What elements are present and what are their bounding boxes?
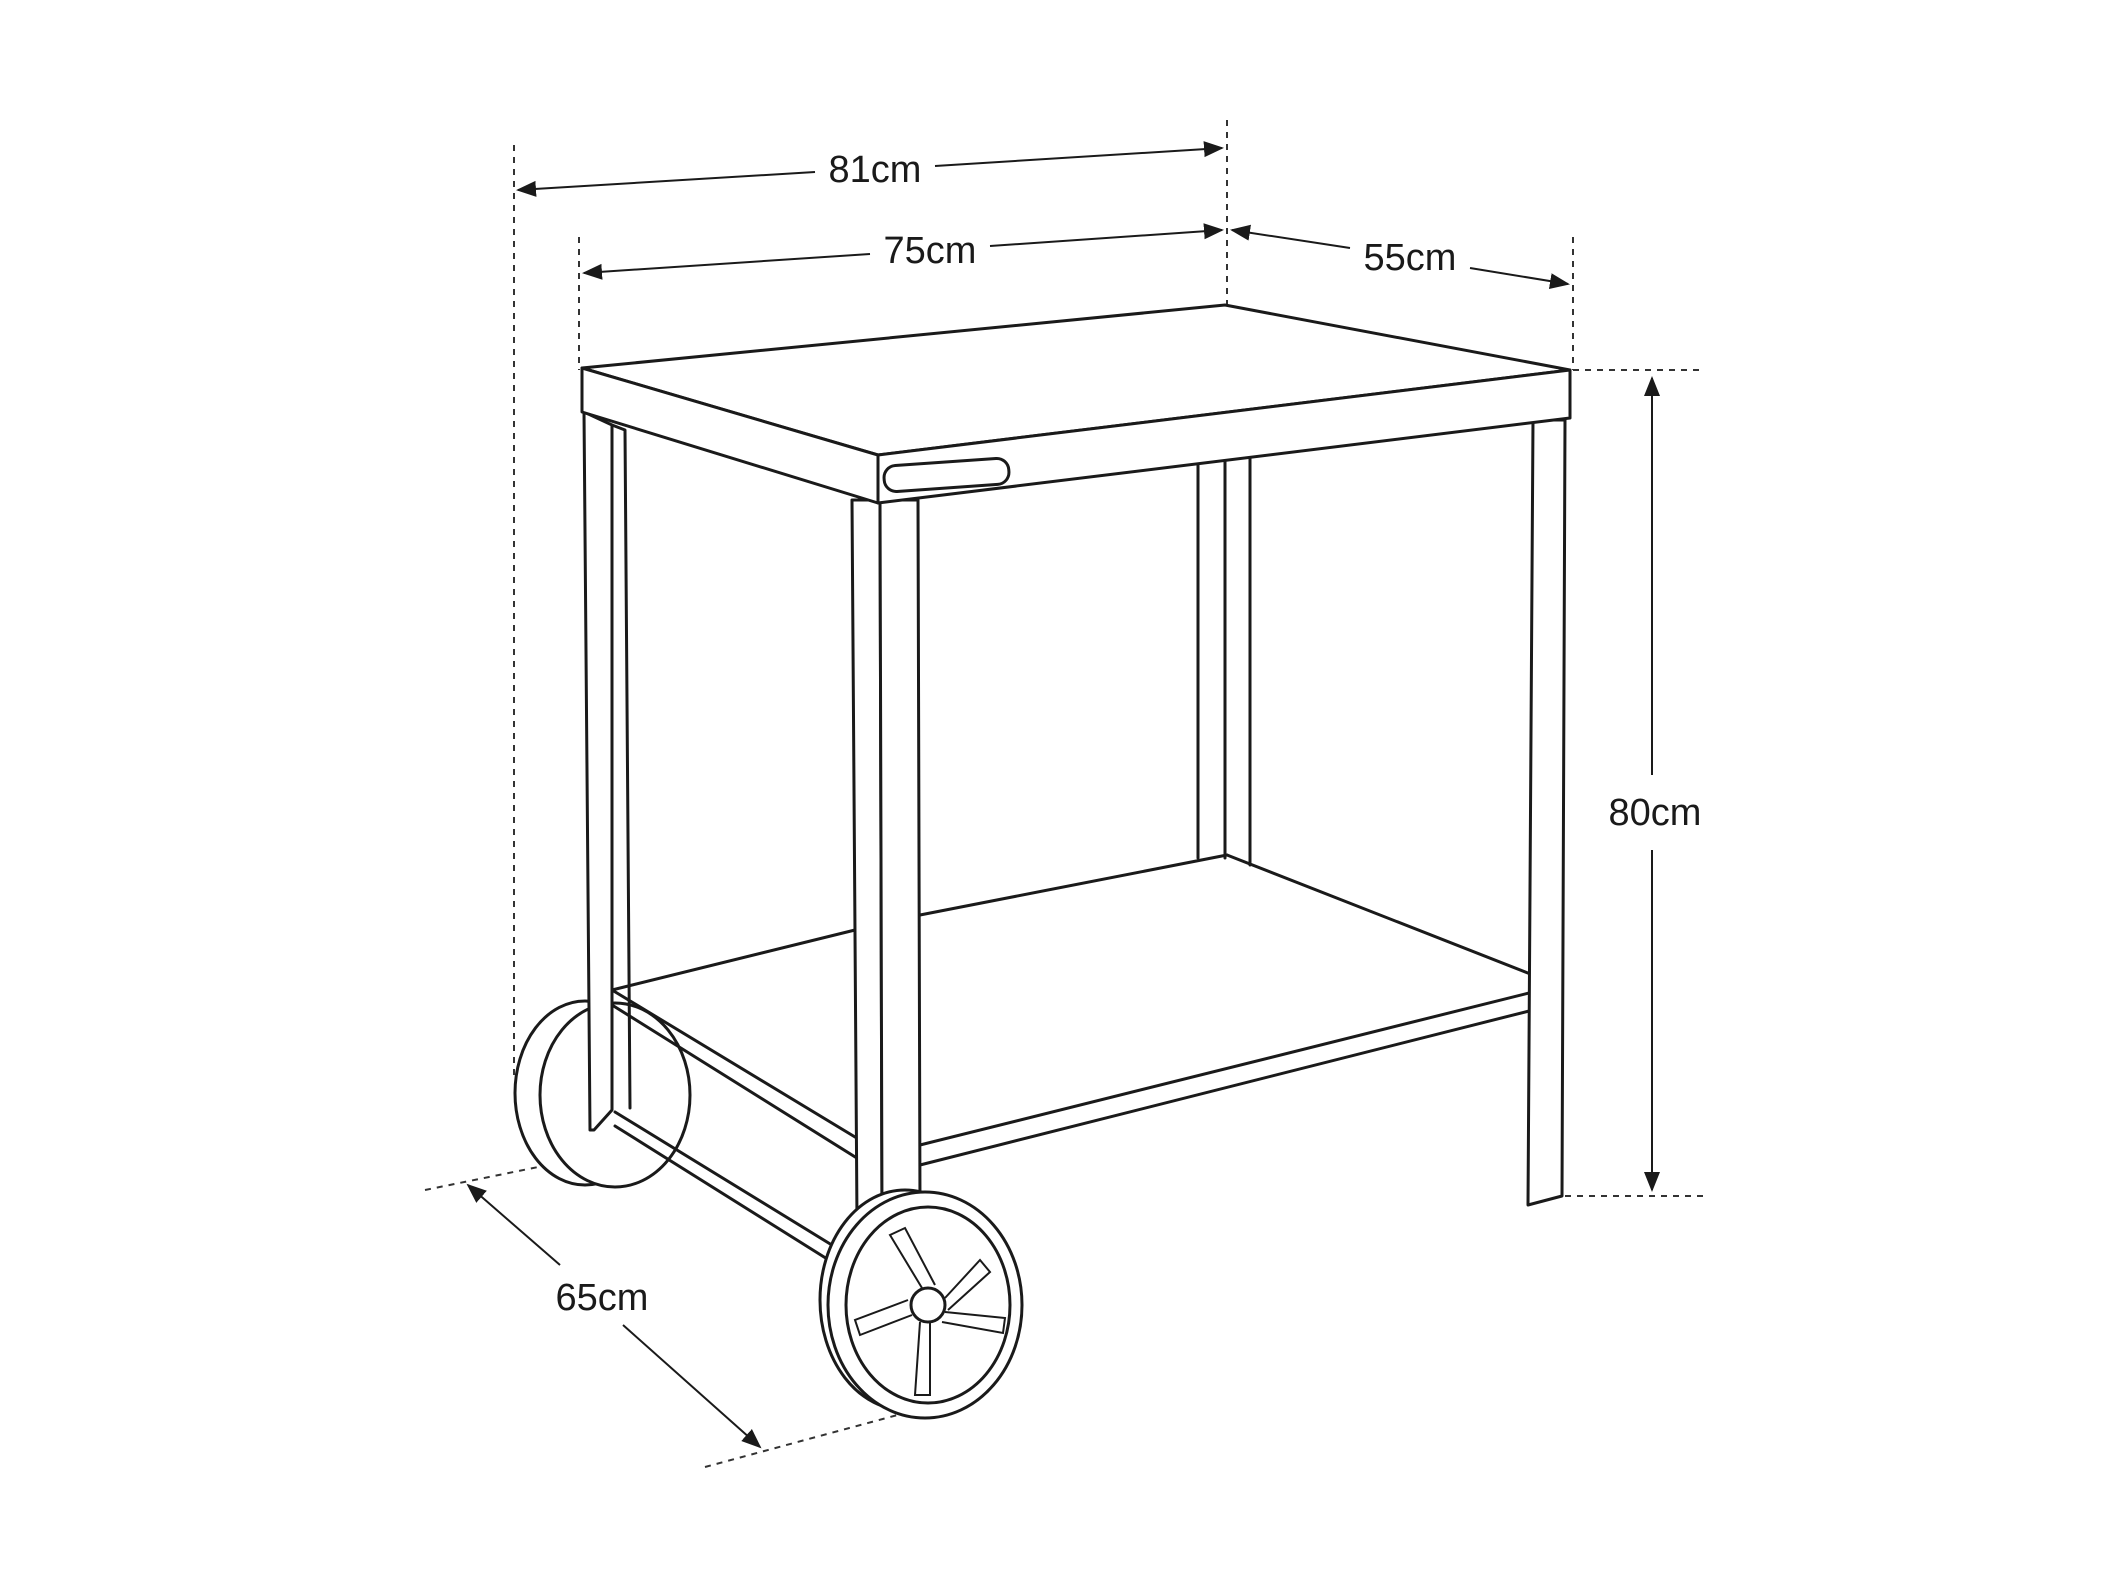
axle-rod [613, 1110, 842, 1264]
dimension-overall-depth: 65cm [466, 1183, 762, 1449]
table-top [580, 303, 1572, 505]
front-right-leg [1526, 418, 1567, 1207]
overall-width-label: 81cm [829, 149, 922, 191]
wheel-spokes [853, 1226, 1007, 1396]
height-label: 80cm [1609, 792, 1702, 834]
front-wheel [818, 1188, 1024, 1420]
left-wheel [513, 999, 692, 1189]
overall-depth-label: 65cm [556, 1277, 649, 1319]
dimension-top-width: 75cm [582, 223, 1224, 280]
lower-shelf [610, 853, 1535, 1167]
dimension-height: 80cm [1609, 376, 1702, 1192]
dimension-top-depth: 55cm [1230, 224, 1570, 289]
top-width-label: 75cm [884, 230, 977, 272]
top-depth-label: 55cm [1364, 237, 1457, 279]
front-left-leg [850, 498, 922, 1224]
dimension-overall-width: 81cm [516, 141, 1224, 197]
handle [882, 456, 1011, 493]
back-right-leg [1196, 456, 1252, 867]
back-left-leg [582, 410, 632, 1132]
extension-lines [424, 120, 1705, 1468]
